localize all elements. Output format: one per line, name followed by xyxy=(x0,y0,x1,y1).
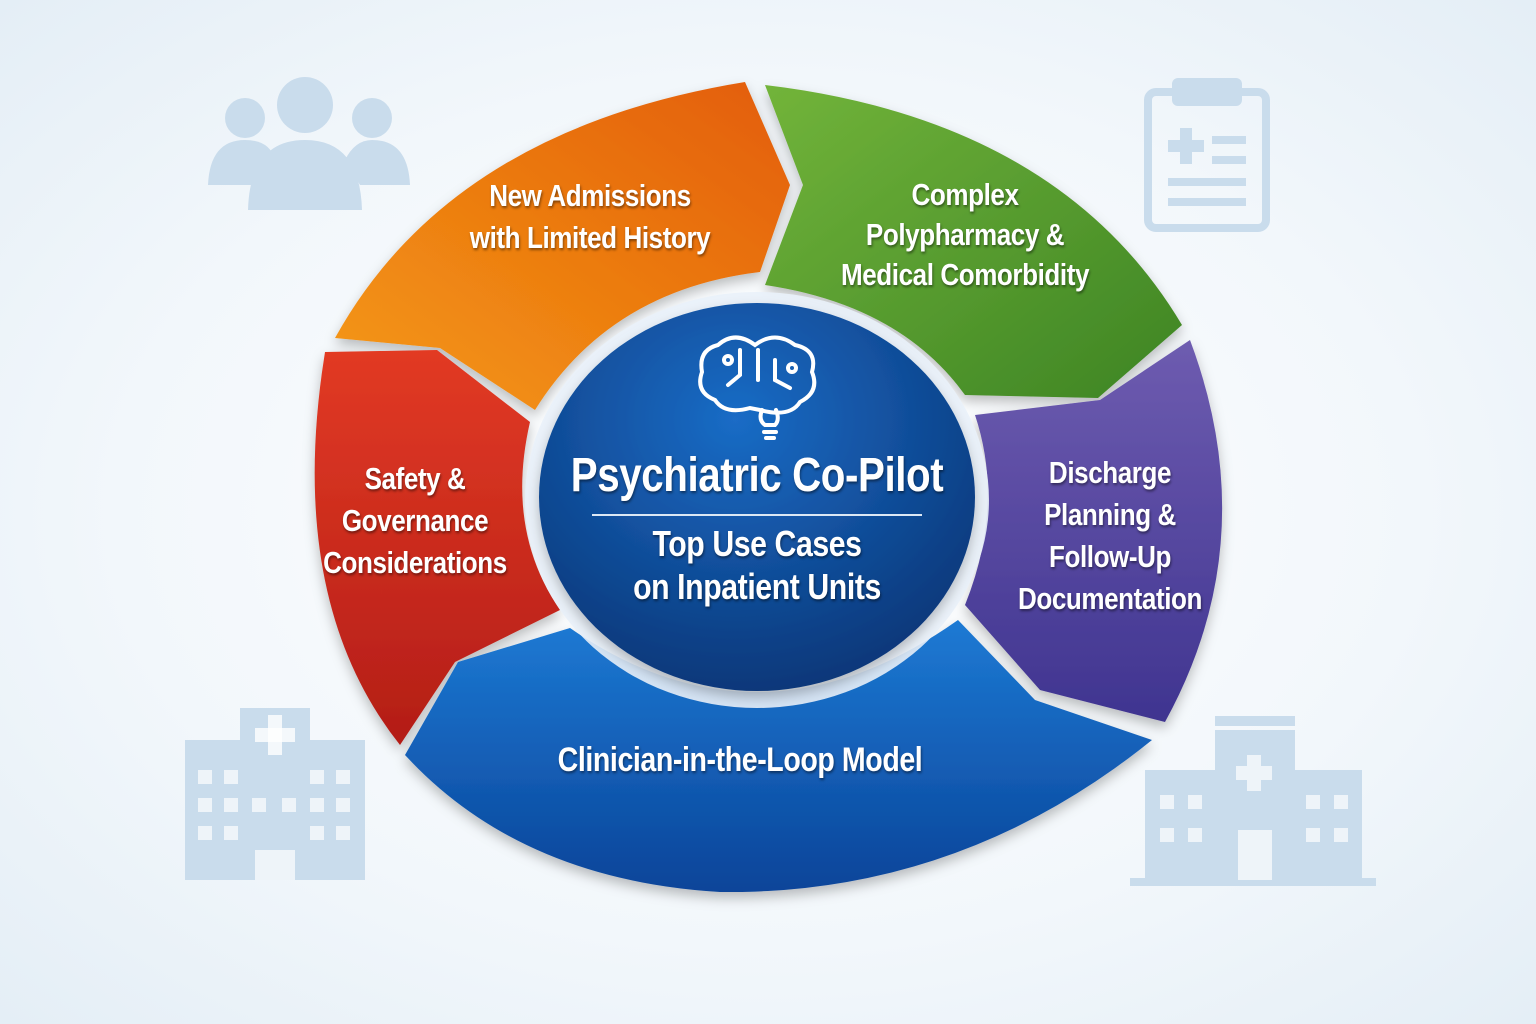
segment-label-new-admissions: New Admissions with Limited History xyxy=(430,175,749,259)
label-line: Governance xyxy=(341,503,489,538)
label-line: New Admissions xyxy=(489,178,691,213)
label-line: Polypharmacy & xyxy=(865,217,1065,252)
brain-circuit-icon xyxy=(698,335,817,440)
segment-label-polypharmacy: Complex Polypharmacy & Medical Comorbidi… xyxy=(797,175,1133,295)
label-line: Medical Comorbidity xyxy=(840,257,1090,292)
hospital-icon xyxy=(185,708,365,880)
segment-label-clinician-loop: Clinician-in-the-Loop Model xyxy=(488,738,992,782)
center-subtitle-line1: Top Use Cases xyxy=(652,523,862,564)
medical-team-icon xyxy=(208,77,410,210)
center-title: Psychiatric Co-Pilot xyxy=(570,449,944,502)
segment-purple xyxy=(965,340,1223,722)
label-line: Documentation xyxy=(1017,581,1203,616)
label-line: Safety & xyxy=(364,461,466,496)
segment-blue xyxy=(405,620,1152,893)
segment-orange xyxy=(335,82,790,410)
segment-red xyxy=(314,350,560,745)
segment-green xyxy=(765,85,1182,398)
label-line: Considerations xyxy=(323,545,507,580)
hospital-building-icon xyxy=(1130,716,1376,886)
center-subtitle-line2: on Inpatient Units xyxy=(633,566,881,607)
label-line: Clinician-in-the-Loop Model xyxy=(557,741,923,779)
clipboard-icon xyxy=(1144,78,1270,232)
label-line: Planning & xyxy=(1044,497,1176,532)
label-line: Complex xyxy=(911,177,1019,212)
label-line: Follow-Up xyxy=(1048,539,1172,574)
center-circle xyxy=(539,303,975,691)
label-line: Discharge xyxy=(1048,455,1172,490)
label-line: with Limited History xyxy=(469,220,711,255)
segment-label-safety: Safety & Governance Considerations xyxy=(297,458,532,584)
segment-label-discharge: Discharge Planning & Follow-Up Documenta… xyxy=(984,452,1236,620)
